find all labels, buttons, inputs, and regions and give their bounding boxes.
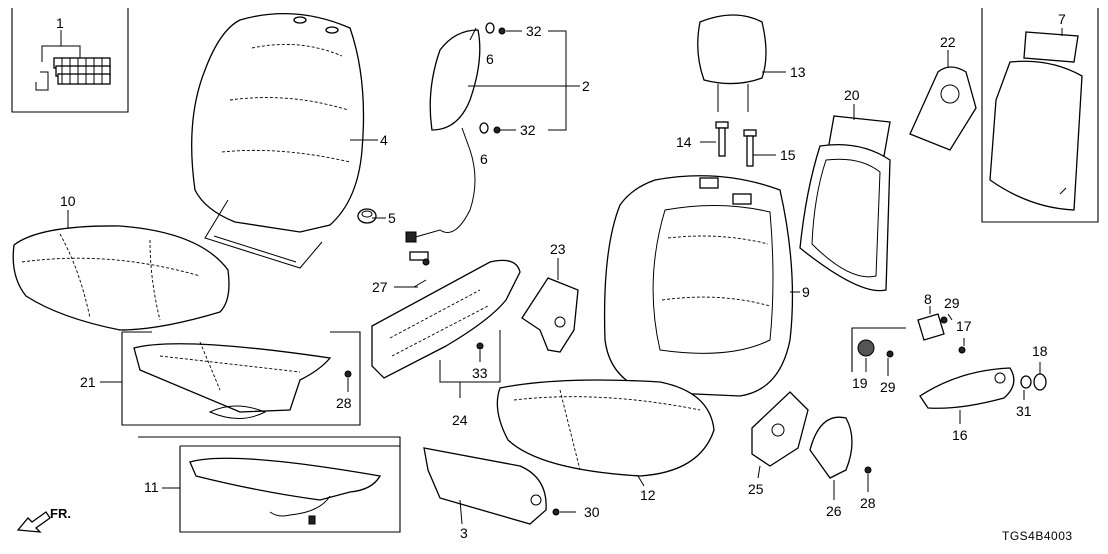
callout-18: 18 bbox=[1032, 343, 1048, 359]
grommet-part bbox=[357, 208, 377, 224]
headrest-part bbox=[697, 14, 767, 112]
callout-12: 12 bbox=[640, 487, 656, 503]
headrest-guide-parts bbox=[715, 121, 757, 167]
callout-24: 24 bbox=[452, 412, 468, 428]
callout-10: 10 bbox=[60, 193, 76, 209]
seat-back-part bbox=[603, 175, 794, 397]
callout-19: 19 bbox=[852, 375, 868, 391]
callout-13: 13 bbox=[790, 64, 806, 80]
recliner-cover-part bbox=[809, 416, 853, 479]
callout-3: 3 bbox=[460, 525, 468, 541]
callout-31: 31 bbox=[1016, 403, 1032, 419]
back-panel-part bbox=[989, 31, 1083, 211]
callout-4: 4 bbox=[380, 132, 388, 148]
side-trim-part bbox=[371, 251, 521, 379]
callout-26: 26 bbox=[826, 503, 842, 519]
callout-16: 16 bbox=[952, 427, 968, 443]
cushion-heater-part bbox=[133, 341, 332, 419]
nut-hardware bbox=[479, 22, 506, 134]
callout-labels: 1 2 3 4 5 6 6 7 8 9 10 11 12 13 14 15 16… bbox=[56, 11, 1066, 541]
group-box-7 bbox=[981, 8, 1099, 223]
callout-33: 33 bbox=[472, 365, 488, 381]
clip-set-part bbox=[35, 30, 111, 91]
lumbar-bracket-part bbox=[909, 66, 977, 151]
callout-11: 11 bbox=[144, 479, 159, 495]
callout-1: 1 bbox=[56, 15, 64, 31]
lever-handle-part bbox=[919, 367, 1015, 409]
callout-6a: 6 bbox=[486, 51, 494, 67]
callout-21: 21 bbox=[80, 374, 96, 390]
direction-label: FR. bbox=[50, 506, 71, 521]
side-bracket-part bbox=[521, 277, 579, 353]
seat-heater-part bbox=[189, 457, 382, 525]
callout-23: 23 bbox=[550, 241, 566, 257]
callout-27: 27 bbox=[372, 279, 388, 295]
callout-7: 7 bbox=[1058, 11, 1066, 27]
callout-25: 25 bbox=[748, 481, 764, 497]
front-trim-part bbox=[423, 447, 547, 525]
callout-5: 5 bbox=[388, 210, 396, 226]
seat-cushion-part bbox=[496, 379, 715, 477]
callout-30: 30 bbox=[584, 504, 600, 520]
callout-15: 15 bbox=[780, 147, 796, 163]
callout-28b: 28 bbox=[860, 495, 876, 511]
callout-28a: 28 bbox=[336, 395, 352, 411]
callout-9: 9 bbox=[802, 284, 810, 300]
back-pad-part bbox=[799, 115, 891, 292]
diagram-code: TGS4B4003 bbox=[1002, 529, 1073, 543]
callout-29b: 29 bbox=[880, 379, 896, 395]
small-parts bbox=[857, 313, 1047, 391]
front-arrow-icon: FR. bbox=[16, 506, 71, 533]
group-box-21 bbox=[121, 331, 361, 426]
callout-6b: 6 bbox=[480, 151, 488, 167]
seat-cushion-cover-part bbox=[12, 225, 230, 331]
screw-icon bbox=[344, 258, 966, 516]
callout-32b: 32 bbox=[520, 122, 536, 138]
callout-17: 17 bbox=[956, 318, 972, 334]
side-airbag-part bbox=[405, 27, 481, 243]
leader-lines bbox=[67, 28, 1063, 525]
group-box-1 bbox=[11, 8, 129, 113]
callout-2: 2 bbox=[582, 78, 590, 94]
callout-20: 20 bbox=[844, 87, 860, 103]
callout-32a: 32 bbox=[526, 23, 542, 39]
callout-29a: 29 bbox=[944, 295, 960, 311]
recliner-bracket-part bbox=[751, 391, 809, 467]
callout-22: 22 bbox=[940, 34, 956, 50]
callout-8: 8 bbox=[924, 291, 932, 307]
seat-back-cover-part bbox=[191, 13, 365, 269]
callout-14: 14 bbox=[676, 134, 692, 150]
group-box-19-29 bbox=[851, 327, 906, 372]
group-box-11 bbox=[138, 436, 401, 533]
